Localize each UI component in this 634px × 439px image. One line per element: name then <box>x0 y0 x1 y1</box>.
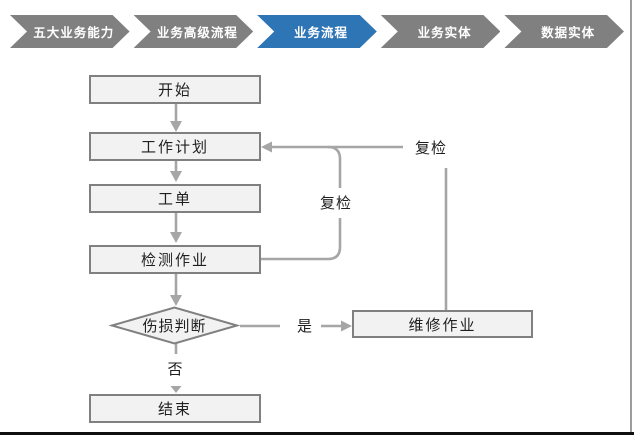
node-repair: 维修作业 <box>352 310 533 338</box>
node-work-plan: 工作计划 <box>89 132 261 161</box>
node-end: 结束 <box>89 394 261 423</box>
node-start: 开始 <box>89 75 261 104</box>
arrowhead-down-icon <box>170 295 182 306</box>
node-damage-decision-label: 伤损判断 <box>112 308 237 343</box>
nav-step-data-entity[interactable]: 数据实体 <box>504 15 624 48</box>
node-label: 结束 <box>157 401 192 418</box>
nav-step-label: 业务高级流程 <box>156 26 238 40</box>
arrowhead-right-icon <box>341 320 352 332</box>
nav-step-five-capabilities[interactable]: 五大业务能力 <box>10 15 130 48</box>
arrowhead-down-icon <box>170 232 182 243</box>
node-label: 工单 <box>157 191 192 208</box>
nav-step-business-entity[interactable]: 业务实体 <box>381 15 501 48</box>
arrowhead-left-icon <box>261 141 272 153</box>
arrowhead-down-icon <box>170 386 182 393</box>
edge-label-recheck-repair: 复检 <box>404 136 458 158</box>
arrowhead-down-icon <box>170 171 182 182</box>
node-label: 工作计划 <box>140 139 209 156</box>
edge-label-recheck-inspection: 复检 <box>309 190 363 214</box>
slide-bottom-border <box>0 432 634 435</box>
nav-step-label: 五大业务能力 <box>33 26 115 40</box>
node-label: 开始 <box>157 82 192 99</box>
loop-inspection-lower <box>260 218 342 261</box>
node-label: 维修作业 <box>408 316 477 334</box>
nav-step-high-level-process[interactable]: 业务高级流程 <box>134 15 254 48</box>
node-inspection: 检测作业 <box>89 245 261 274</box>
node-work-order: 工单 <box>89 184 261 213</box>
node-label: 伤损判断 <box>142 318 207 335</box>
edge-label-no: 否 <box>159 357 192 379</box>
arrowhead-down-icon <box>170 121 182 132</box>
nav-step-label: 业务实体 <box>417 26 472 40</box>
node-label: 检测作业 <box>140 252 209 269</box>
slide-right-border <box>630 0 632 433</box>
edge-label-yes: 是 <box>289 315 321 336</box>
nav-step-label: 业务流程 <box>293 26 348 40</box>
nav-step-business-process[interactable]: 业务流程 <box>257 15 377 48</box>
breadcrumb-nav: 五大业务能力 业务高级流程 业务流程 业务实体 数据实体 <box>10 15 624 48</box>
loop-inspection-upper <box>327 145 342 188</box>
nav-step-label: 数据实体 <box>541 26 596 40</box>
